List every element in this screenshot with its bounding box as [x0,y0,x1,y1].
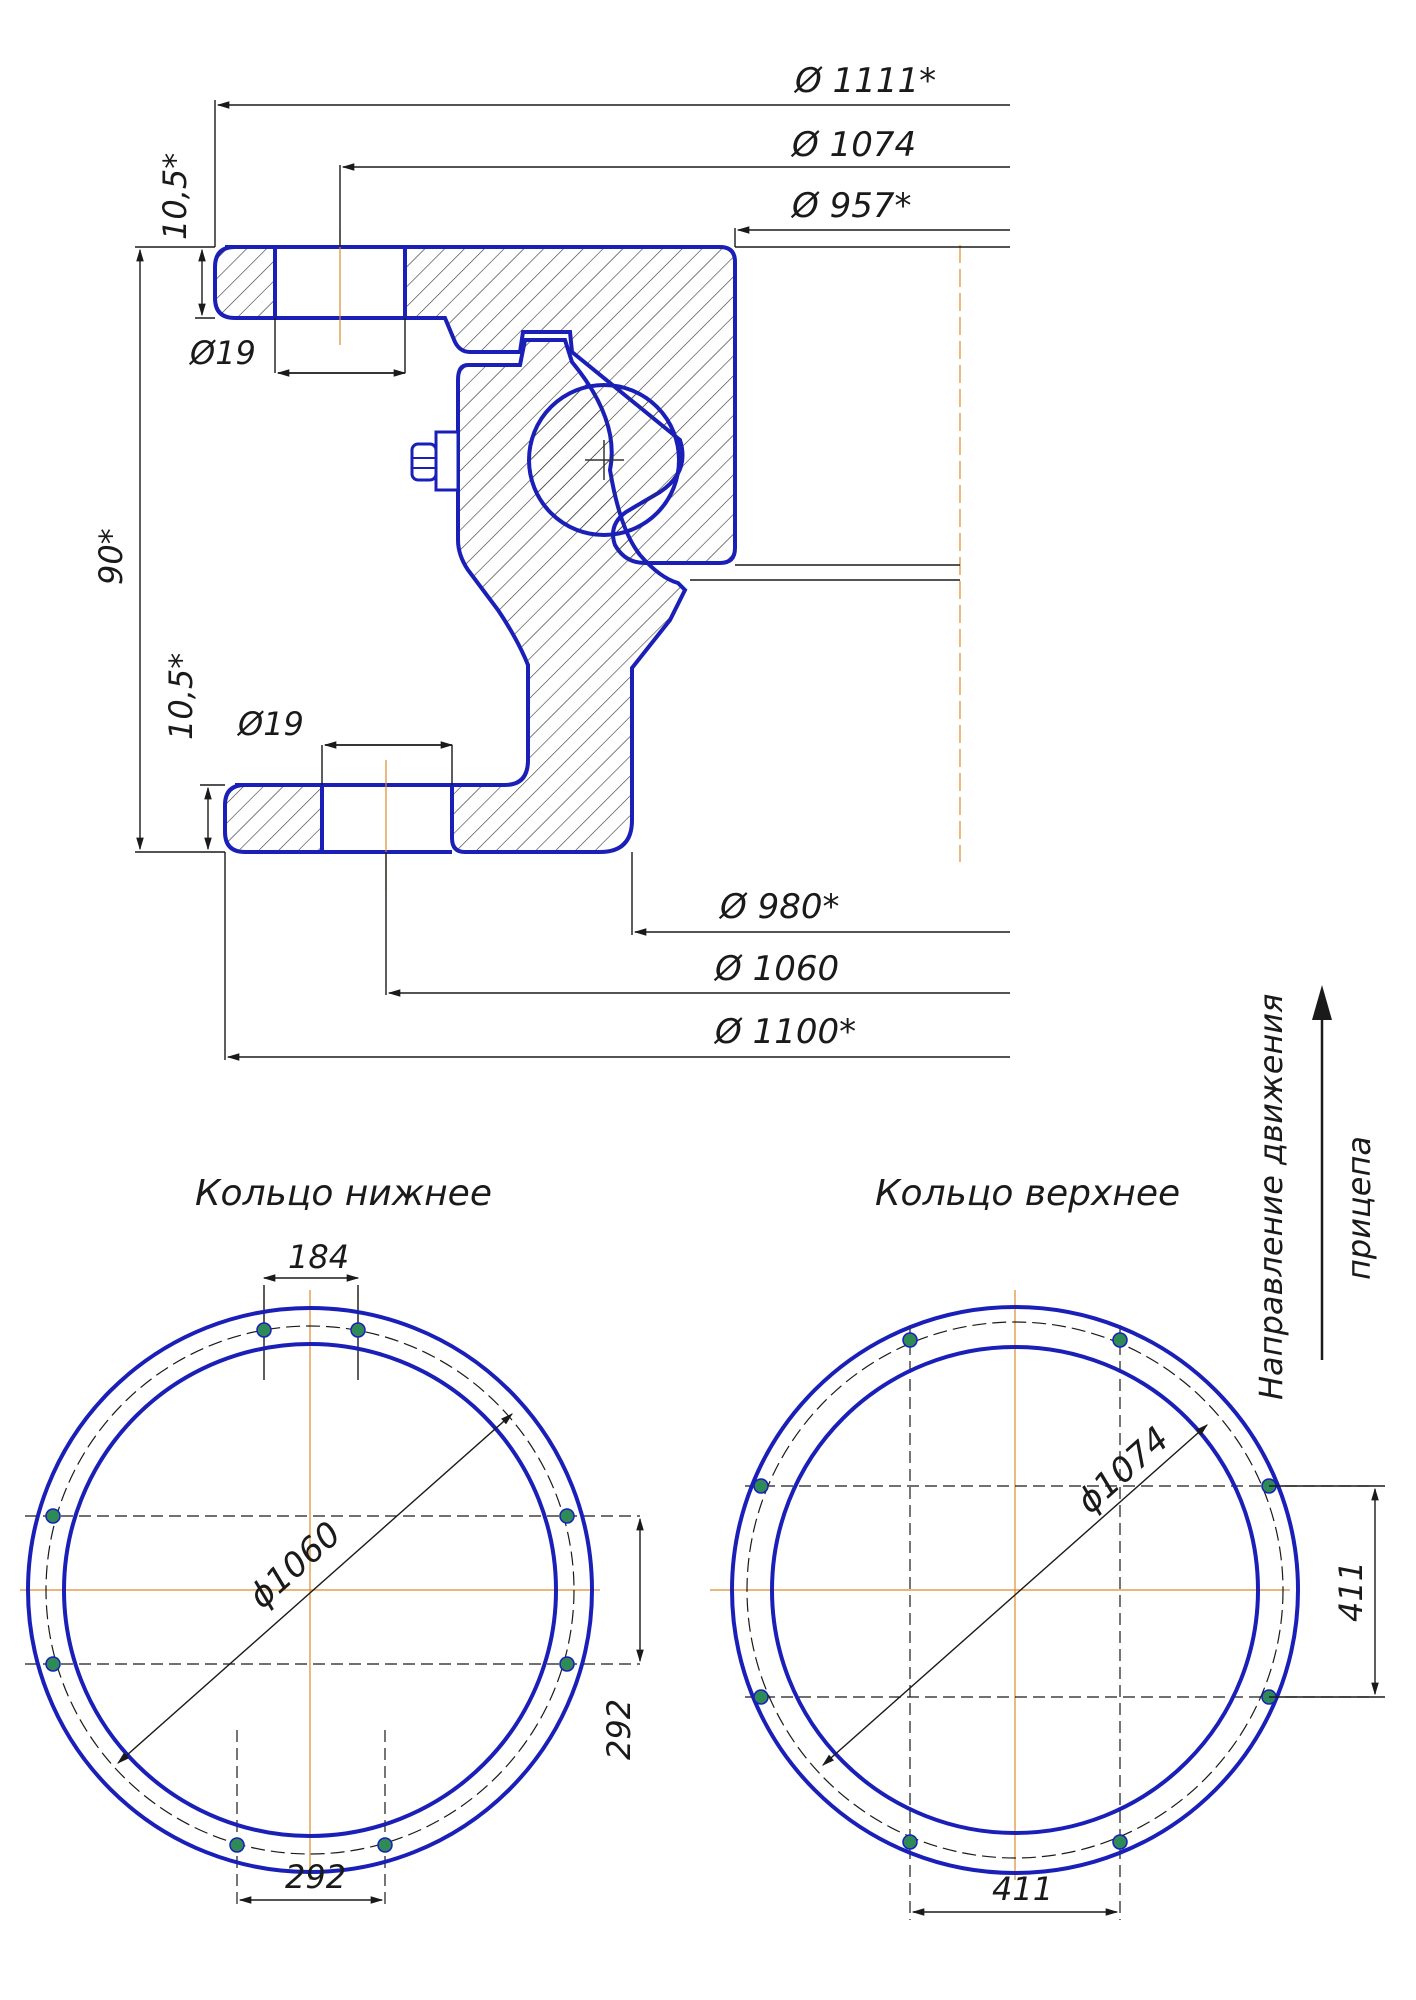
direction-arrow-icon [1312,985,1332,1020]
dim-d1100: Ø 1100* [713,1012,856,1052]
dim-h-total: 90* [92,528,130,585]
lower-flange-hole-zone [322,783,452,854]
dim-d1060: Ø 1060 [713,949,839,989]
dim-d1074: Ø 1074 [790,125,916,165]
bolt-hole-icon [1112,1834,1128,1850]
upper-ring-title: Кольцо верхнее [875,1173,1180,1214]
upper-ring-inner [770,1345,1260,1835]
upper-ring-bolt-circle [746,1321,1284,1859]
bolt-hole-icon [45,1656,61,1672]
bolt-hole-icon [229,1837,245,1853]
lower-ring-view: Кольцо нижнее ϕ1060 [20,1173,644,1910]
bolt-hole-icon [45,1508,61,1524]
upper-ring-outer [730,1305,1300,1875]
bolt-hole-icon [350,1322,366,1338]
bolt-hole-icon [902,1332,918,1348]
dim-hole-bottom: Ø19 [236,705,304,743]
bolt-hole-icon [902,1834,918,1850]
bolt-hole-icon [753,1689,769,1705]
upper-ring-diameter: ϕ1074 [1069,1419,1177,1522]
lower-ring-bolt-circle [45,1325,575,1855]
bolt-hole-icon [559,1508,575,1524]
dim-d1111: Ø 1111* [793,61,936,101]
dim-d957: Ø 957* [790,186,911,226]
lower-ring-diameter: ϕ1060 [241,1514,349,1617]
direction-label-line1: Направление движения [1252,994,1290,1400]
section-view: Ø 1111* Ø 1074 Ø 957* Ø 980* Ø 1060 Ø 11… [92,61,1010,1061]
lower-ring-dim-top: 184 [288,1238,349,1276]
dim-h-bottom: 10,5* [162,653,200,740]
lower-flange-outer-piece [223,783,324,854]
upper-ring-dim-bottom: 411 [992,1870,1053,1908]
upper-flange-outer-piece [213,245,277,320]
bolt-hole-icon [753,1478,769,1494]
lower-ring-title: Кольцо нижнее [195,1173,492,1214]
lower-ring-inner [62,1342,558,1838]
lower-ring-dim-bottom: 292 [285,1858,346,1896]
lower-ring-dim-right: 292 [600,1699,638,1760]
bolt-hole-icon [1112,1332,1128,1348]
direction-indicator: Направление движения прицепа [1252,985,1378,1400]
dim-d980: Ø 980* [718,887,839,927]
grease-nipple-icon [410,430,460,492]
bolt-hole-icon [559,1656,575,1672]
direction-label-line2: прицепа [1340,1136,1378,1280]
dim-h-top: 10,5* [156,153,194,240]
dim-hole-top: Ø19 [188,334,256,372]
bolt-hole-icon [377,1837,393,1853]
bolt-hole-icon [256,1322,272,1338]
upper-ring-dim-right: 411 [1332,1561,1370,1622]
lower-ring-outer [26,1306,594,1874]
